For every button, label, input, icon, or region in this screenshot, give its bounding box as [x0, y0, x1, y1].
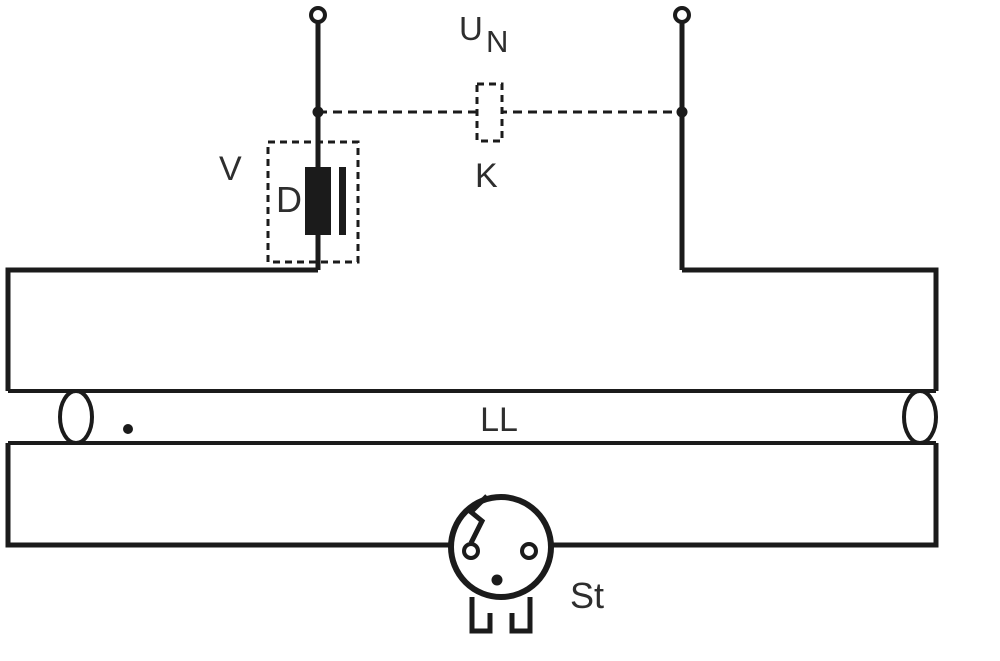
lamp-end-cap-right — [902, 389, 938, 445]
starter-bimetal-switch-icon — [467, 494, 489, 545]
wire-bottom-right — [551, 443, 939, 548]
label-capacitor: K — [475, 157, 498, 195]
wire-top-right — [682, 267, 939, 391]
junction-dot-right — [676, 106, 688, 118]
starter-pin-left — [469, 597, 493, 634]
label-ballast: V — [219, 150, 242, 188]
starter-contact-right — [520, 542, 538, 560]
label-choke: D — [276, 179, 302, 220]
label-supply-voltage-base: U — [459, 10, 483, 47]
starter-body — [448, 494, 554, 600]
lamp-end-cap-left — [58, 389, 94, 445]
starter-pin-right — [509, 597, 533, 634]
starter-contact-left — [462, 542, 480, 560]
wire-bottom-left — [5, 443, 451, 548]
junction-dot-left — [312, 106, 324, 118]
starter-dot — [491, 574, 503, 586]
choke-lamination-bar — [339, 167, 346, 235]
label-starter: St — [570, 575, 604, 616]
choke-core-bar — [305, 167, 331, 235]
capacitor-box — [475, 82, 504, 143]
label-supply-voltage-subscript: N — [486, 24, 508, 59]
wire-top-left — [5, 267, 318, 391]
supply-terminal-right — [673, 6, 691, 24]
label-lamp: LL — [480, 401, 518, 439]
lamp-electrode-dot — [123, 424, 133, 434]
ballast-dashed-box — [266, 140, 360, 264]
supply-terminal-left — [309, 6, 327, 24]
